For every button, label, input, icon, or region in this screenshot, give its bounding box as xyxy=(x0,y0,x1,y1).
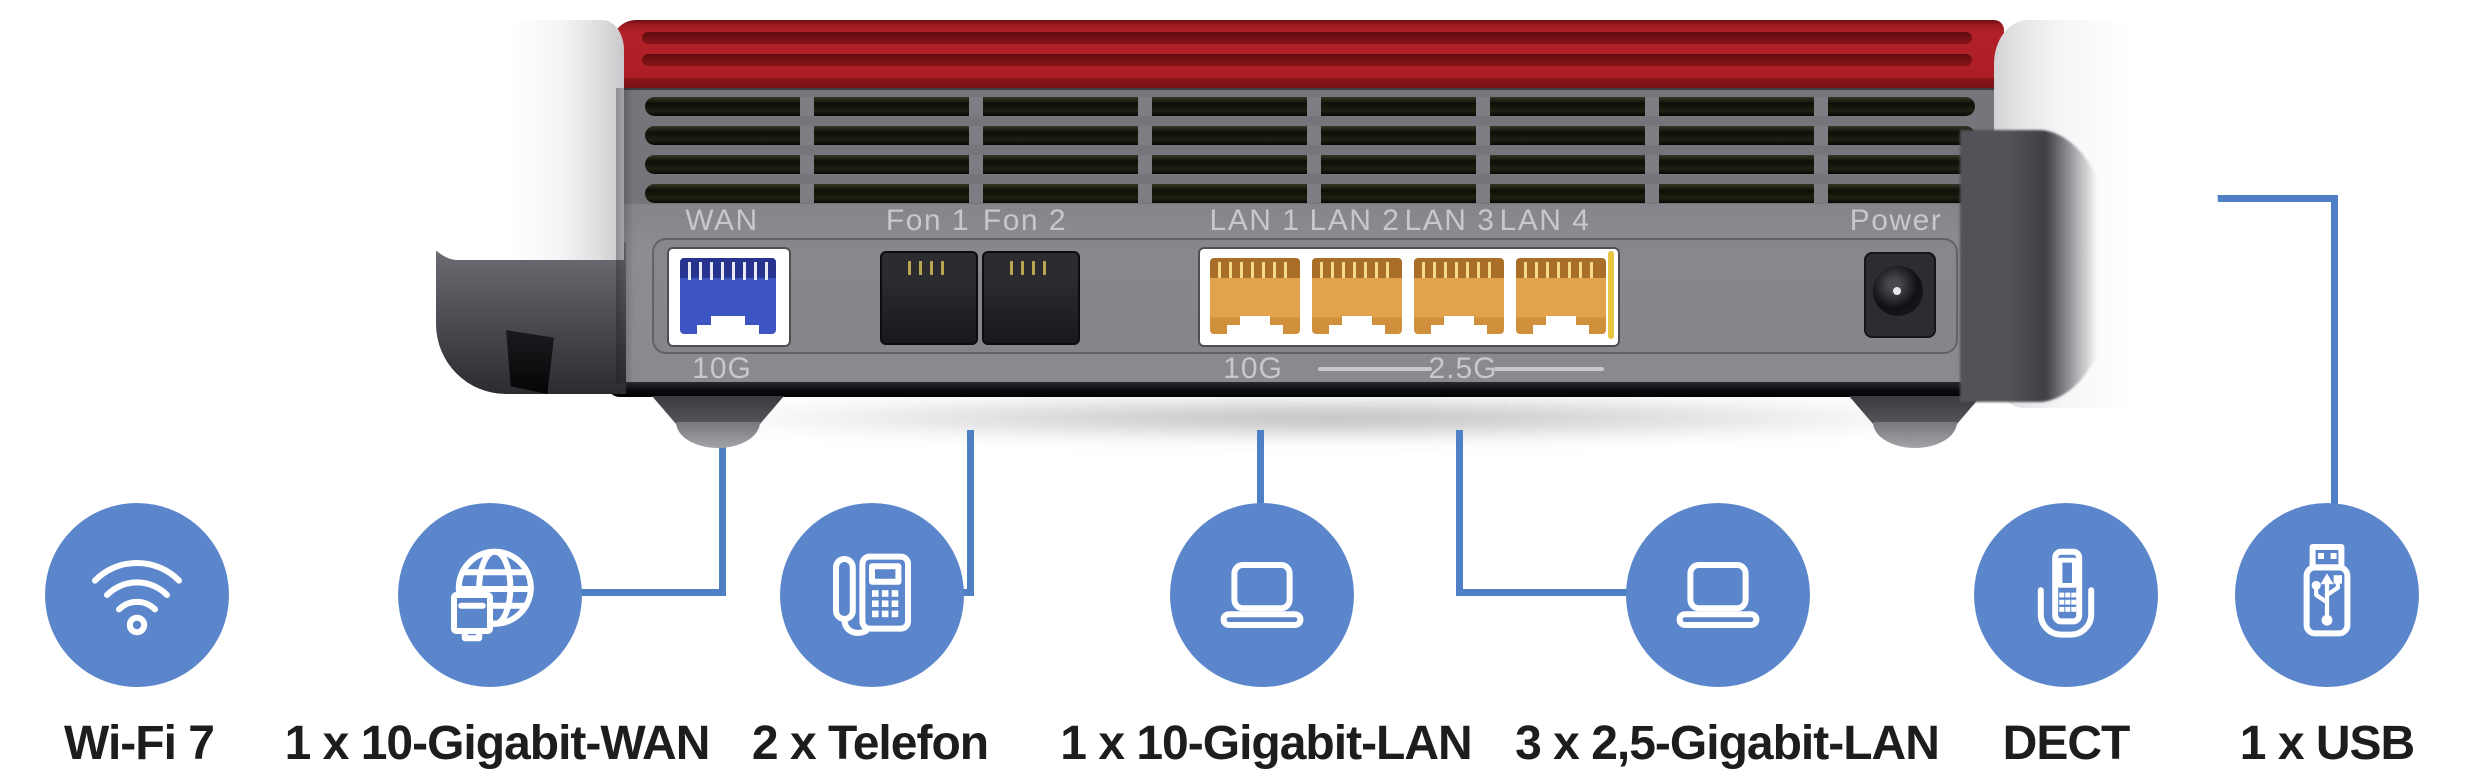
wan-feature xyxy=(398,503,582,687)
feature-label-lan25g: 3 x 2,5-Gigabit-LAN xyxy=(1515,717,1940,770)
lan-group-edge xyxy=(1608,251,1614,339)
feature-label-lan10g: 1 x 10-Gigabit-LAN xyxy=(1060,717,1472,770)
wan-jack-tab-step xyxy=(697,325,711,334)
lan2-port-label: LAN 2 xyxy=(1309,204,1401,237)
wan-jack-pins xyxy=(688,262,768,280)
fon1-pins xyxy=(908,261,952,275)
callout-line-fon-vertical xyxy=(967,430,974,596)
lan2-tab-step xyxy=(1372,325,1385,334)
wall-mount-hook xyxy=(506,330,554,394)
lan10g-feature xyxy=(1170,503,1354,687)
laptop-icon xyxy=(1676,562,1760,628)
wifi-feature xyxy=(45,503,229,687)
vent-slot-row xyxy=(645,155,1975,174)
fon2-port-label: Fon 2 xyxy=(982,204,1068,237)
telefon-feature xyxy=(780,503,964,687)
wan-speed-label: 10G xyxy=(692,352,752,385)
lan2-tab xyxy=(1342,316,1372,334)
left-cap-shadow xyxy=(616,88,634,384)
laptop-icon xyxy=(1220,562,1304,628)
callout-line-lan25g-vertical xyxy=(1456,430,1463,596)
callout-line-usb-vertical xyxy=(2331,195,2338,507)
usb-feature xyxy=(2235,503,2419,687)
lan4-port-label: LAN 4 xyxy=(1499,204,1591,237)
usb-stick-icon xyxy=(2303,544,2351,637)
lan4-pins xyxy=(1524,262,1598,278)
lan1-speed-label: 10G xyxy=(1223,352,1283,385)
red-groove xyxy=(642,54,1972,66)
callout-line-wan-vertical xyxy=(719,430,726,595)
wan-jack-tab xyxy=(711,316,745,334)
wan-port-label: WAN xyxy=(685,204,759,237)
fon2-pins xyxy=(1010,261,1054,275)
lan2-pins xyxy=(1320,262,1394,278)
wifi-icon xyxy=(92,560,182,636)
power-pin xyxy=(1893,287,1901,295)
wan-jack-tab-step xyxy=(745,325,759,334)
speed-rule-left xyxy=(1318,367,1432,371)
telefon-icon xyxy=(833,553,911,636)
lan2-tab-step xyxy=(1329,325,1342,334)
vent-slot-row xyxy=(645,126,1975,145)
lan3-tab xyxy=(1444,316,1474,334)
vent-slot-row xyxy=(645,184,1975,203)
speed-rule-right xyxy=(1494,367,1604,371)
feature-label-telefon: 2 x Telefon xyxy=(751,717,989,770)
lan4-tab xyxy=(1546,316,1576,334)
lan3-tab-step xyxy=(1474,325,1487,334)
left-end-cap xyxy=(418,20,624,260)
right-cap-shadow xyxy=(1960,130,2116,402)
lan-group-speed-label: 2.5G xyxy=(1428,352,1498,385)
lan1-tab-step xyxy=(1270,325,1283,334)
lan1-tab xyxy=(1240,316,1270,334)
lan3-port-label: LAN 3 xyxy=(1404,204,1496,237)
red-bottom-edge xyxy=(612,78,2004,90)
lan3-pins xyxy=(1422,262,1496,278)
dect-feature xyxy=(1974,503,2158,687)
vent-slot-row xyxy=(645,97,1975,116)
lan4-tab-step xyxy=(1576,325,1589,334)
router-bottom-edge xyxy=(608,382,1994,397)
lan1-tab-step xyxy=(1227,325,1240,334)
router-foot xyxy=(652,396,784,424)
feature-label-wifi: Wi-Fi 7 xyxy=(64,717,215,770)
lan1-port-label: LAN 1 xyxy=(1209,204,1301,237)
callout-line-lan25g-horizontal xyxy=(1456,589,1640,596)
fon1-port-label: Fon 1 xyxy=(885,204,971,237)
lan3-tab-step xyxy=(1431,325,1444,334)
lan25g-feature xyxy=(1626,503,1810,687)
port-recess-outline xyxy=(652,238,1958,354)
router-foot xyxy=(1849,396,1981,424)
dect-handset-icon xyxy=(2037,548,2095,638)
power-port-label: Power xyxy=(1849,204,1943,237)
callout-line-usb-horizontal xyxy=(2150,195,2338,202)
vent-grille xyxy=(618,88,2002,208)
feature-label-usb: 1 x USB xyxy=(2239,717,2415,770)
callout-line-lan10g-vertical xyxy=(1257,430,1264,515)
lan4-tab-step xyxy=(1533,325,1546,334)
red-groove xyxy=(642,32,1972,44)
globe-wan-icon xyxy=(451,548,534,642)
feature-label-wan: 1 x 10-Gigabit-WAN xyxy=(284,717,711,770)
feature-label-dect: DECT xyxy=(2002,717,2131,770)
callout-line-wan-horizontal xyxy=(576,589,726,596)
lan1-pins xyxy=(1218,262,1292,278)
